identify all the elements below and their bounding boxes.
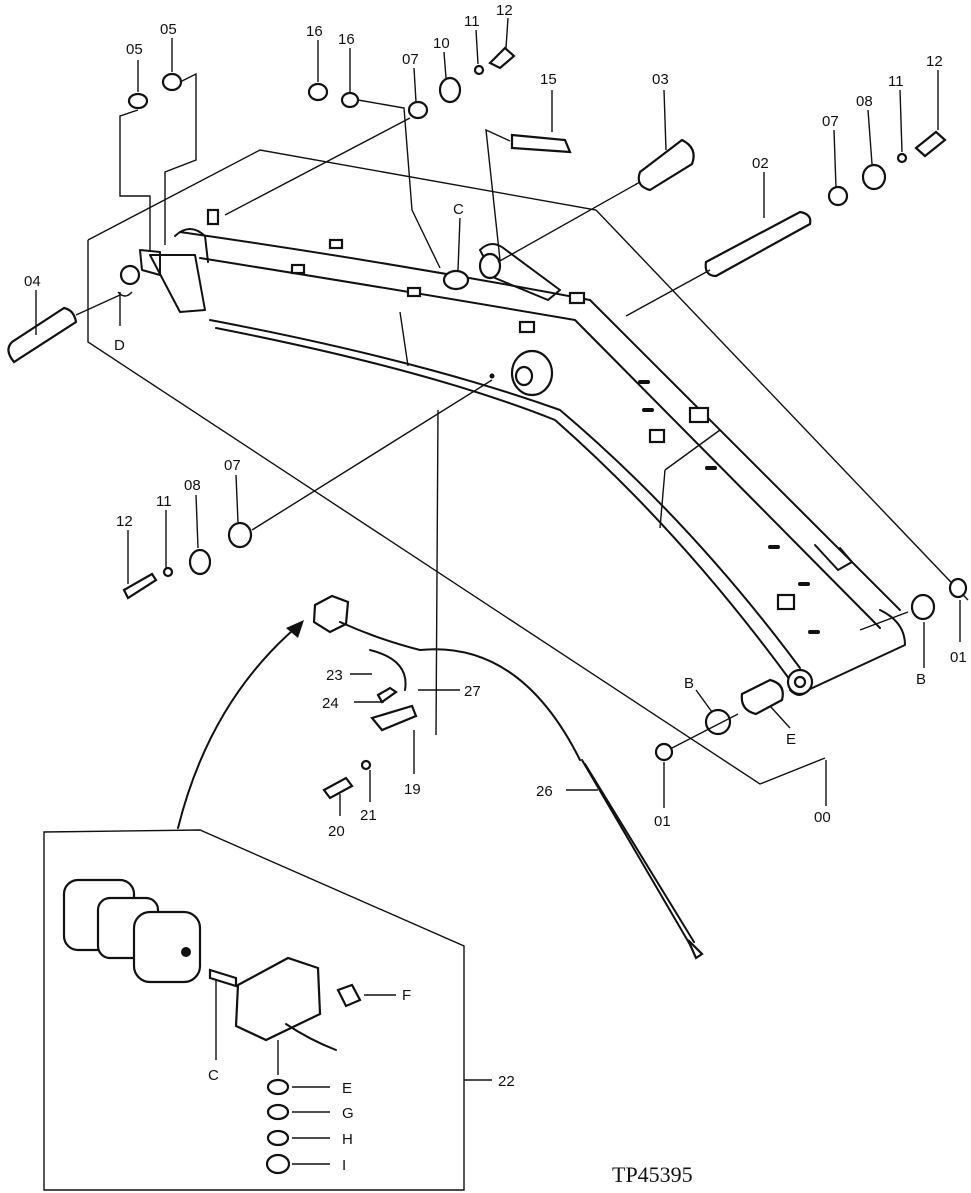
label-b-left: B [684, 675, 694, 692]
label-05-left: 05 [126, 41, 143, 58]
label-h: H [342, 1131, 353, 1148]
label-16-right: 16 [338, 31, 355, 48]
label-27: 27 [464, 683, 481, 700]
label-02: 02 [752, 155, 769, 172]
work-light-mount [177, 594, 704, 960]
label-e-tip: E [786, 731, 796, 748]
leader-lines [35, 17, 961, 816]
label-21: 21 [360, 807, 377, 824]
label-07-right: 07 [822, 113, 839, 130]
label-12-top: 12 [496, 2, 513, 19]
label-11-right: 11 [888, 73, 904, 90]
label-04: 04 [24, 273, 41, 290]
label-26: 26 [536, 783, 553, 800]
label-01-left: 01 [654, 813, 671, 830]
drawing-reference-number: TP45395 [612, 1162, 693, 1187]
label-10: 10 [433, 35, 450, 52]
label-22: 22 [498, 1073, 515, 1090]
boom-group-outline [87, 149, 969, 785]
label-g: G [342, 1105, 354, 1122]
label-d: D [114, 337, 125, 354]
label-15: 15 [540, 71, 557, 88]
label-16-left: 16 [306, 23, 323, 40]
label-01-right: 01 [950, 649, 967, 666]
label-23: 23 [326, 667, 343, 684]
boom-structure [149, 208, 906, 696]
label-11-top: 11 [464, 13, 480, 30]
label-05-right: 05 [160, 21, 177, 38]
loose-parts [7, 46, 968, 762]
label-12-right: 12 [926, 53, 943, 70]
label-03: 03 [652, 71, 669, 88]
label-e-detail: E [342, 1080, 352, 1097]
label-c-boom: C [453, 201, 464, 218]
label-i: I [342, 1157, 346, 1174]
label-00: 00 [814, 809, 831, 826]
label-19: 19 [404, 781, 421, 798]
label-12-left: 12 [116, 513, 133, 530]
label-c-detail: C [208, 1067, 219, 1084]
label-08-right: 08 [856, 93, 873, 110]
part-labels: 05 05 16 16 07 10 11 12 15 03 02 07 08 1… [24, 2, 967, 1174]
label-f: F [402, 987, 411, 1004]
label-20: 20 [328, 823, 345, 840]
label-07-left: 07 [224, 457, 241, 474]
label-b-right: B [916, 671, 926, 688]
detail-inset [43, 829, 492, 1191]
label-11-left: 11 [156, 493, 172, 510]
label-08-left: 08 [184, 477, 201, 494]
label-07-top: 07 [402, 51, 419, 68]
label-24: 24 [322, 695, 339, 712]
